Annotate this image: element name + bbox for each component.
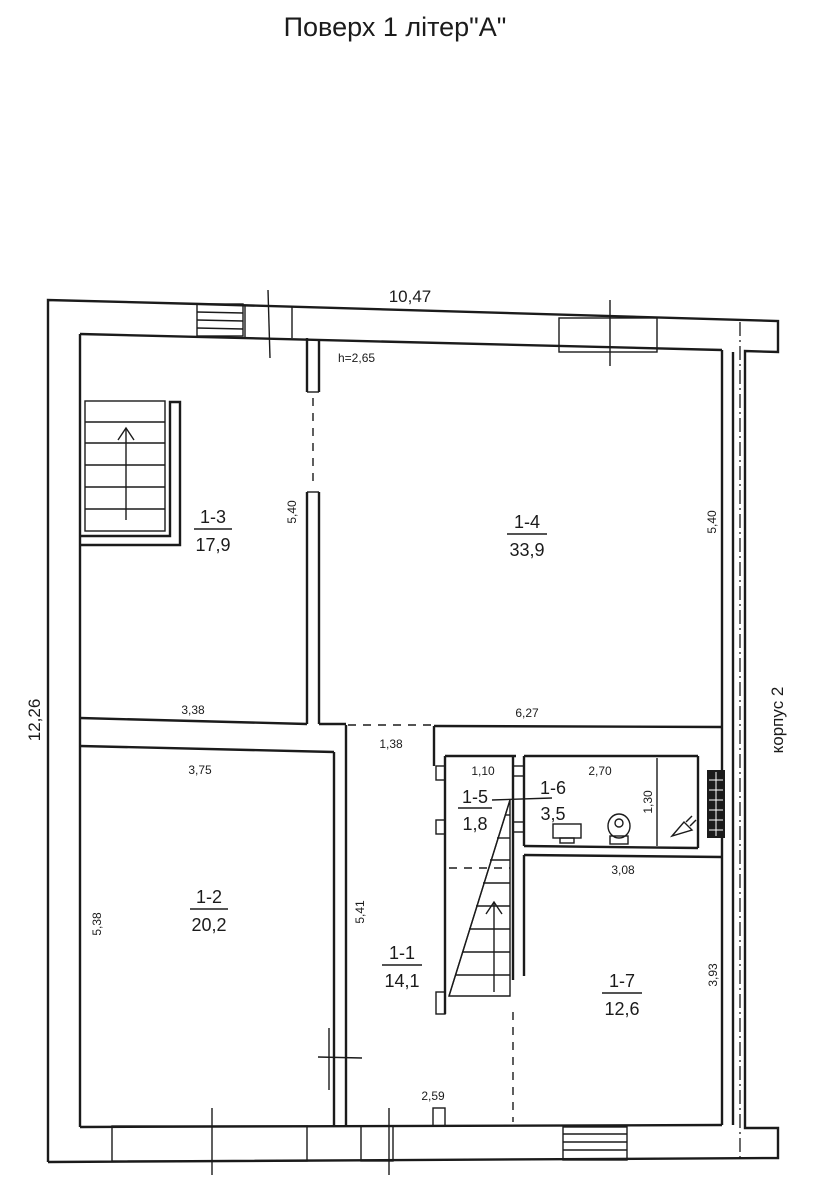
room-label-1-3: 1-3 17,9 xyxy=(194,507,232,555)
stair-arrow-icon xyxy=(485,900,503,992)
dim-r13-width: 3,38 xyxy=(181,703,205,717)
room-label-1-7: 1-7 12,6 xyxy=(602,971,642,1019)
room-area: 20,2 xyxy=(191,915,226,935)
dim-r16-height: 1,30 xyxy=(641,790,655,814)
dim-r17-height: 3,93 xyxy=(706,963,720,987)
dim-r13-height: 5,40 xyxy=(285,500,299,524)
page-title: Поверх 1 літер"А" xyxy=(284,12,507,42)
top-wall-windows xyxy=(196,289,658,366)
dim-r15-width: 1,10 xyxy=(471,764,495,778)
room-area: 14,1 xyxy=(384,971,419,991)
dim-r14-width: 6,27 xyxy=(515,706,539,720)
interior-walls xyxy=(79,338,723,1127)
room-number: 1-6 xyxy=(540,778,566,798)
boiler-icon xyxy=(669,815,697,838)
room-label-1-1: 1-1 14,1 xyxy=(382,943,422,991)
room-number: 1-5 xyxy=(462,787,488,807)
sink-icon xyxy=(552,823,582,844)
dim-r14-height: 5,40 xyxy=(705,510,719,534)
dim-entrance-width: 2,59 xyxy=(421,1089,445,1103)
room-area: 12,6 xyxy=(604,999,639,1019)
room-label-1-4: 1-4 33,9 xyxy=(507,512,547,560)
overall-width-label: 10,47 xyxy=(389,287,432,306)
room-number: 1-4 xyxy=(514,512,540,532)
staircase-1-3 xyxy=(80,400,182,547)
room-label-1-2: 1-2 20,2 xyxy=(190,887,228,935)
room-number: 1-7 xyxy=(609,971,635,991)
building-label: корпус 2 xyxy=(768,687,787,754)
dim-r16-width: 2,70 xyxy=(588,764,612,778)
overall-depth-label: 12,26 xyxy=(25,699,44,742)
room-area: 3,5 xyxy=(540,804,565,824)
dim-r12-height: 5,38 xyxy=(90,912,104,936)
outer-walls xyxy=(46,298,780,1164)
room-label-1-6: 1-6 3,5 xyxy=(540,778,566,824)
dim-r17-width: 3,08 xyxy=(611,863,635,877)
room-number: 1-2 xyxy=(196,887,222,907)
room-area: 17,9 xyxy=(195,535,230,555)
room-number: 1-1 xyxy=(389,943,415,963)
room-number: 1-3 xyxy=(200,507,226,527)
dim-r11-height: 5,41 xyxy=(353,900,367,924)
bottom-wall-openings xyxy=(111,1107,628,1175)
stair-arrow-icon xyxy=(117,426,135,520)
staircase-1-1 xyxy=(448,799,511,997)
room-label-1-5: 1-5 1,8 xyxy=(458,787,553,834)
radiator-icon xyxy=(707,770,725,838)
dim-r12-width: 3,75 xyxy=(188,763,212,777)
ceiling-height-label: h=2,65 xyxy=(338,351,375,365)
toilet-icon xyxy=(607,813,631,845)
dim-r11-width: 1,38 xyxy=(379,737,403,751)
room-area: 33,9 xyxy=(509,540,544,560)
room-area: 1,8 xyxy=(462,814,487,834)
